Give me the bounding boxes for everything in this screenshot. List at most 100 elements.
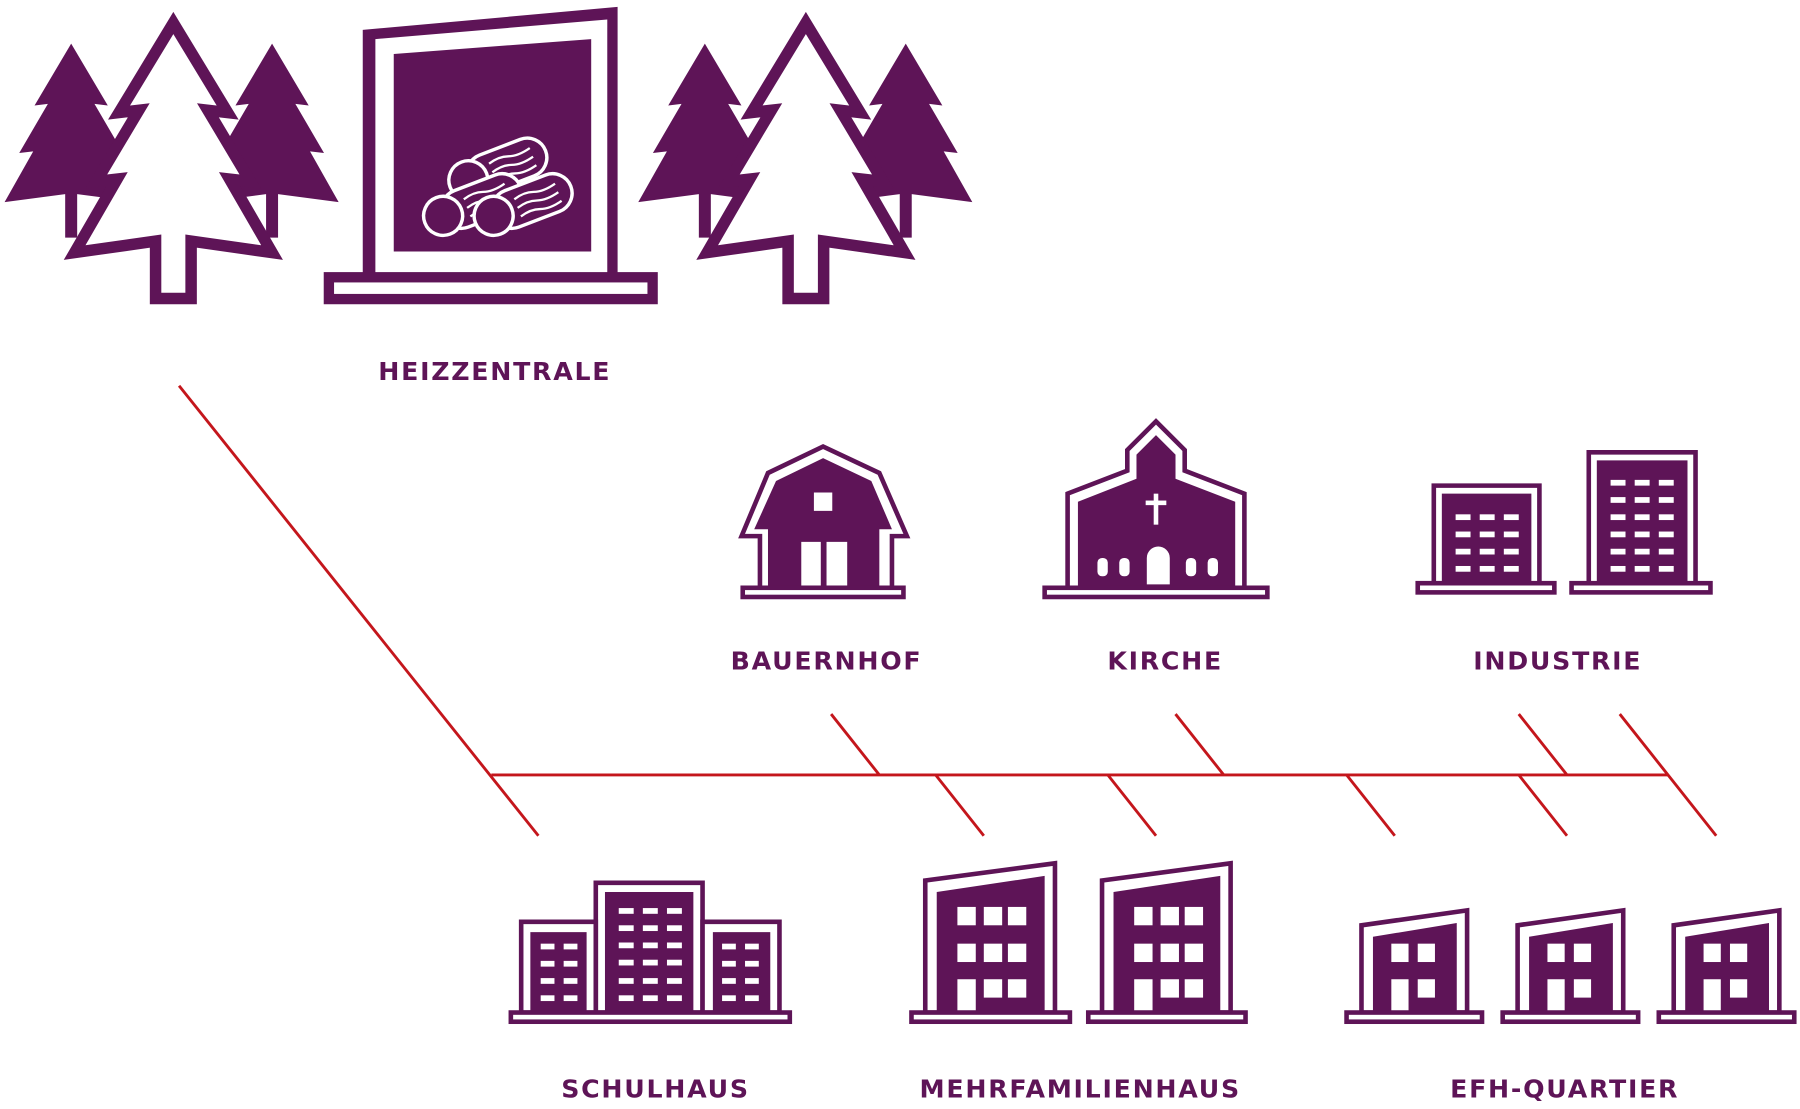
window <box>1610 565 1626 572</box>
window <box>983 943 1003 963</box>
window <box>745 960 759 967</box>
window <box>1658 548 1674 555</box>
window <box>1160 906 1179 926</box>
window <box>745 978 759 984</box>
pipe-line <box>1106 774 1158 837</box>
window <box>618 978 634 984</box>
window <box>1703 943 1721 963</box>
label-kirche: KIRCHE <box>1107 646 1223 675</box>
window <box>1417 979 1435 998</box>
building-base-stripe <box>1046 590 1266 595</box>
window <box>618 925 634 932</box>
window <box>1658 531 1674 538</box>
pipe-line <box>1517 713 1569 776</box>
building-base-stripe <box>1573 585 1709 591</box>
heating-network-lines <box>177 384 1718 837</box>
window <box>1729 943 1748 963</box>
window <box>983 906 1003 926</box>
window <box>1634 514 1650 521</box>
pine-tree-icon <box>4 43 138 238</box>
window <box>1007 979 1027 998</box>
window <box>563 943 578 950</box>
log-grain <box>463 182 506 201</box>
window <box>618 959 634 966</box>
door <box>1703 979 1721 1012</box>
window <box>1503 531 1519 538</box>
window <box>642 978 658 984</box>
window <box>1503 565 1519 572</box>
window <box>1134 906 1153 926</box>
log-grain <box>516 191 559 209</box>
window <box>1479 548 1495 555</box>
church-window <box>1185 557 1197 577</box>
log-end <box>472 194 515 238</box>
door <box>1134 979 1153 1012</box>
log-end <box>421 194 465 238</box>
building-base-stripe <box>1090 1014 1244 1020</box>
window <box>1479 531 1495 538</box>
window <box>1658 565 1674 572</box>
window <box>642 942 658 949</box>
log <box>472 171 574 238</box>
window <box>1479 514 1495 521</box>
pipe-line <box>1174 713 1225 776</box>
window <box>1634 479 1650 486</box>
building-base-stripe <box>1420 585 1553 591</box>
factory-icon-body <box>1441 493 1532 588</box>
label-mehrfamilienhaus: MEHRFAMILIENHAUS <box>920 1074 1241 1103</box>
school-wing-body <box>530 932 587 1013</box>
label-efh-quartier: EFH-QUARTIER <box>1450 1074 1679 1103</box>
window <box>1573 943 1592 963</box>
school-wing-body <box>712 932 771 1013</box>
window <box>563 978 578 984</box>
window <box>957 943 976 963</box>
door <box>1547 979 1565 1012</box>
building-base-stripe <box>1504 1014 1636 1020</box>
window <box>1503 548 1519 555</box>
factory-icon-body <box>1596 460 1688 588</box>
window <box>1455 548 1471 555</box>
window <box>1610 479 1626 486</box>
window <box>1007 943 1027 963</box>
building-base-stripe <box>1661 1014 1792 1020</box>
window <box>813 492 833 511</box>
window <box>1610 548 1626 555</box>
window <box>722 995 736 1002</box>
church-window <box>1097 557 1108 577</box>
window <box>563 960 578 967</box>
building-body <box>1685 922 1770 1013</box>
window <box>666 925 682 932</box>
window <box>1634 565 1650 572</box>
plant-base-stripe <box>334 282 648 294</box>
icons-layer <box>4 6 1797 1025</box>
window <box>1455 514 1471 521</box>
labels-layer: HEIZZENTRALE BAUERNHOF KIRCHE INDUSTRIE … <box>378 357 1679 1103</box>
window <box>1160 979 1179 998</box>
church-door <box>1146 546 1170 585</box>
window <box>745 995 759 1002</box>
window <box>1610 531 1626 538</box>
window <box>563 995 578 1002</box>
window <box>722 960 736 967</box>
log-grain <box>513 182 556 201</box>
window <box>1184 943 1204 963</box>
barn-icon-body <box>754 458 892 588</box>
pipe-line <box>934 774 985 837</box>
building-base-stripe <box>1348 1014 1480 1020</box>
cross-icon <box>1145 500 1167 506</box>
pine-tree-icon <box>696 11 916 305</box>
pipe-line <box>1517 774 1569 837</box>
window <box>642 995 658 1002</box>
window <box>1547 943 1565 963</box>
window <box>722 943 736 950</box>
heating-plant-icon <box>323 6 658 305</box>
window <box>618 908 634 914</box>
window <box>1634 548 1650 555</box>
window <box>1658 514 1674 521</box>
church-window <box>1119 557 1130 577</box>
label-industrie: INDUSTRIE <box>1473 646 1642 675</box>
window <box>1455 565 1471 572</box>
window <box>618 995 634 1002</box>
window <box>1729 979 1748 998</box>
